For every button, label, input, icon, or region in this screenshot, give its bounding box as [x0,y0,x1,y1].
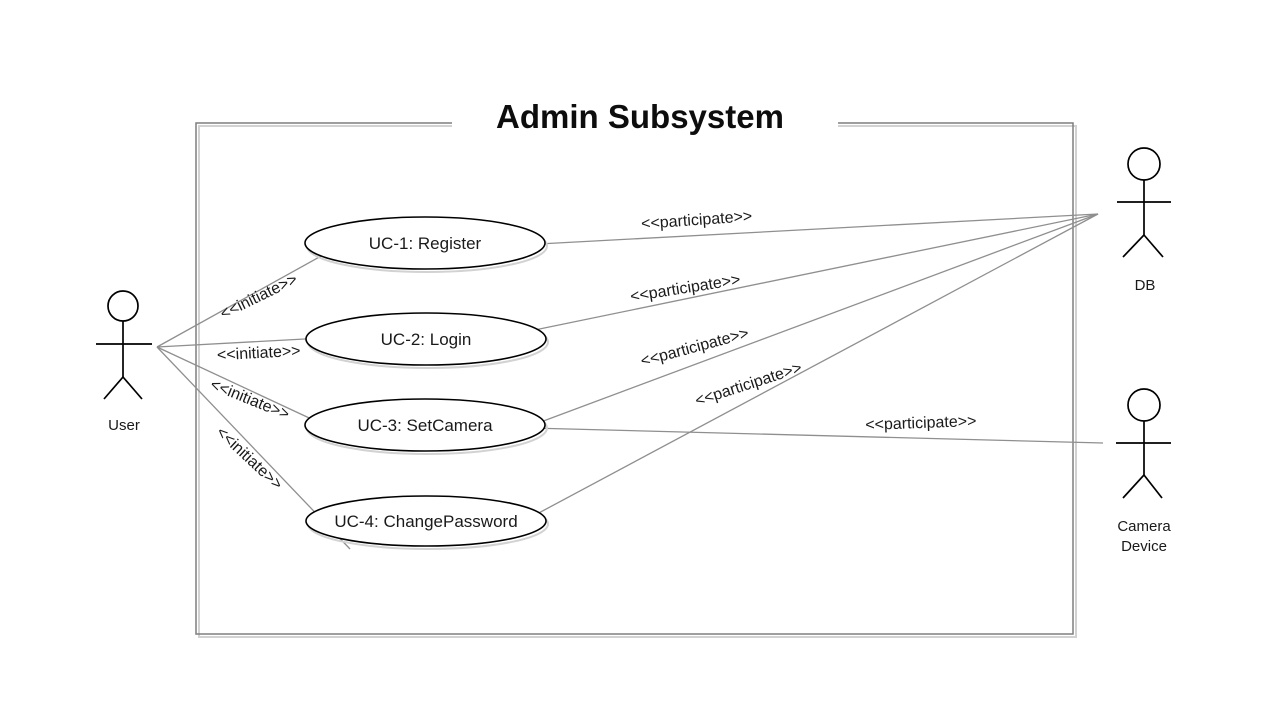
use-case-label: UC-4: ChangePassword [334,512,517,531]
title-background [452,96,838,146]
actor-leg-left [103,376,124,400]
use-case-ellipse [305,312,547,366]
use-case-uc3[interactable]: UC-3: SetCamera [304,398,548,455]
relationship-label-participate-uc3-db: <<participate>> [639,325,751,370]
use-case-label: UC-1: Register [369,234,482,253]
relationship-label-participate-uc2-db: <<participate>> [629,271,741,305]
actor-db[interactable]: DB [1117,147,1171,294]
relationship-line-uc3-db[interactable] [529,213,1099,427]
relationship-label-initiate-uc3: <<initiate>> [208,376,292,423]
system-boundary[interactable] [195,122,1074,635]
use-case-uc1[interactable]: UC-1: Register [304,216,548,273]
use-case-label: UC-3: SetCamera [357,416,493,435]
system-boundary-shadow [198,125,1077,638]
actor-leg-right [1143,474,1163,499]
relationship-label-participate-uc4-db: <<participate>> [693,359,804,410]
actor-head [1127,147,1161,181]
actor-leg-left [1122,474,1145,499]
use-case-ellipse [304,216,546,270]
use-case-label: UC-2: Login [381,330,472,349]
relationship-line-uc4-db[interactable] [534,213,1099,516]
relationship-line-uc2-db[interactable] [519,213,1099,334]
relationship-line-uc1-db[interactable] [519,213,1099,246]
actor-user[interactable]: User [96,290,152,434]
diagram-title: Admin Subsystem [496,98,784,135]
actor-label-line1: Camera [1117,518,1171,535]
relationship-label-initiate-uc1: <<initiate>> [218,271,301,323]
use-case-uc4[interactable]: UC-4: ChangePassword [305,495,549,550]
use-case-ellipse [304,398,546,452]
actor-leg-right [1143,234,1164,258]
relationship-line-uc3-camera[interactable] [529,427,1104,444]
relationship-label-initiate-uc4: <<initiate>> [213,424,286,493]
use-case-ellipse [305,495,547,547]
actor-label: User [108,417,140,434]
use-case-uc2[interactable]: UC-2: Login [305,312,549,369]
relationship-label-participate-uc3-camera: <<participate>> [865,413,977,434]
actor-head [107,290,139,322]
relationship-label-initiate-uc2: <<initiate>> [217,343,301,364]
relationship-label-participate-uc1-db: <<participate>> [641,208,753,233]
actor-camera-device[interactable]: Camera Device [1116,388,1171,555]
actor-label-line2: Device [1121,538,1167,555]
actor-leg-left [1122,234,1145,258]
actor-label: DB [1135,277,1156,294]
actor-head [1127,388,1161,422]
actor-leg-right [122,376,143,400]
